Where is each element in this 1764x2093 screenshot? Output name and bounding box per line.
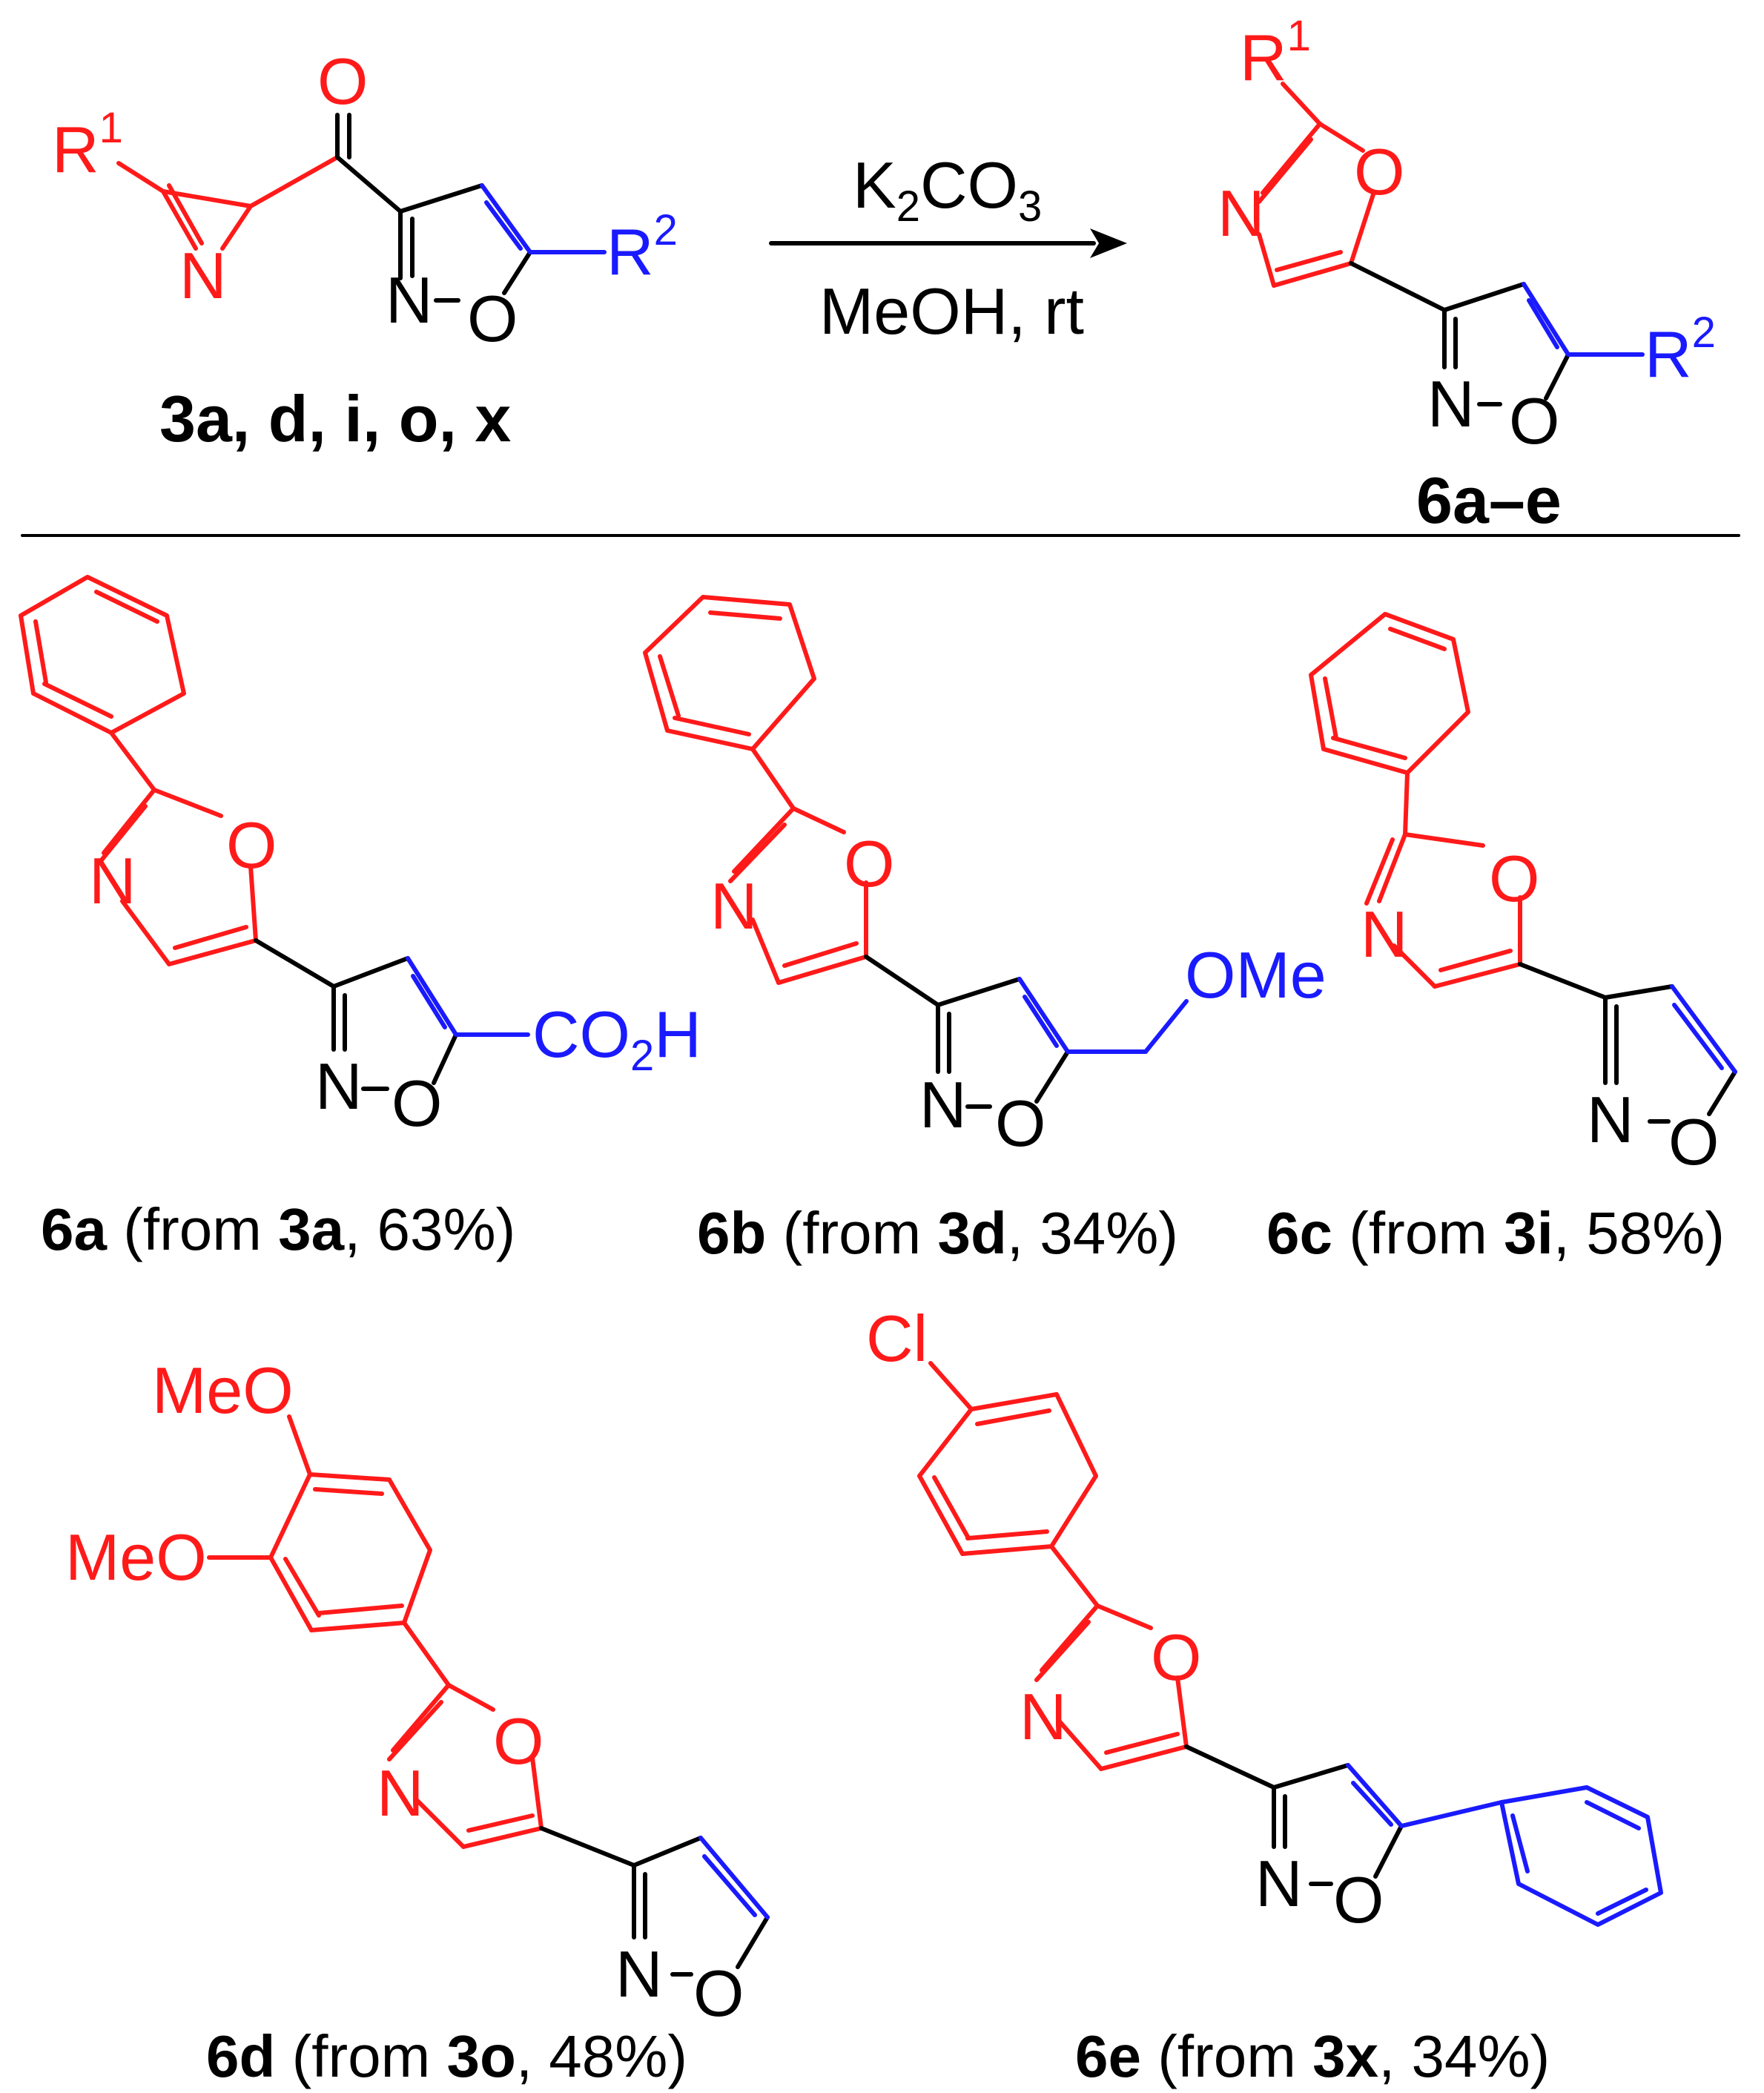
reaction-conditions: MeOH, rt	[819, 274, 1084, 348]
reactant-isoxazole	[398, 183, 532, 303]
product-r2-label: R2	[1645, 309, 1716, 391]
6a-oxazole-o: O	[226, 808, 277, 882]
6d-meo-side: MeO	[65, 1520, 207, 1594]
reactant-compound-label: 3a, d, i, o, x	[159, 382, 511, 455]
6d-isoxazole-n: N	[615, 1937, 663, 2011]
reagent-k2co3: K2CO3	[853, 148, 1042, 231]
6c-isoxazole-o: O	[1668, 1105, 1719, 1179]
6b-isoxazole	[864, 955, 1070, 1109]
product-oxazole-n: N	[1218, 177, 1265, 250]
6e-chlorophenyl-oxazole	[917, 1361, 1189, 1771]
6a-isoxazole-n: N	[315, 1049, 363, 1123]
6b-isoxazole-o: O	[995, 1087, 1045, 1160]
6c-isoxazole-n: N	[1587, 1083, 1634, 1156]
6c-phenyl-oxazole	[1309, 612, 1522, 989]
reactant-isoxazole-n-o: N	[386, 263, 433, 337]
caption-6a: 6a (from 3a, 63%)	[41, 1196, 515, 1262]
6e-oxazole-n: N	[1020, 1680, 1067, 1753]
product-oxazole	[1257, 82, 1375, 288]
6a-isoxazole	[254, 938, 458, 1091]
6c-oxazole-n: N	[1361, 897, 1408, 971]
product-compound-label: 6a–e	[1416, 464, 1562, 537]
6c-isoxazole-blue	[1670, 984, 1737, 1074]
product-isoxazole	[1349, 261, 1570, 406]
reactant-carbonyl-o: O	[317, 45, 368, 118]
6e-isoxazole-n: N	[1255, 1847, 1303, 1920]
reactant-azirine	[116, 155, 340, 251]
6e-oxazole-o: O	[1151, 1621, 1201, 1694]
6a-phenyl-oxazole	[19, 575, 258, 966]
6d-isoxazole-o: O	[693, 1957, 744, 2030]
caption-6e: 6e (from 3x, 34%)	[1075, 2023, 1550, 2089]
reactant-isoxazole-blue-bond	[480, 183, 607, 254]
reactant-isoxazole-o: O	[467, 282, 518, 355]
6d-meo-top: MeO	[152, 1354, 294, 1427]
6a-isoxazole-o: O	[392, 1067, 442, 1140]
6b-oxazole-n: N	[710, 869, 758, 943]
caption-6c: 6c (from 3i, 58%)	[1266, 1200, 1725, 1266]
reactant-r1-label: R1	[52, 104, 123, 186]
6d-dimethoxyphenyl-oxazole	[207, 1414, 544, 1849]
6a-co2h: CO2H	[532, 998, 701, 1080]
product-oxazole-o: O	[1354, 135, 1404, 208]
6d-isoxazole-blue	[698, 1836, 770, 1919]
6b-methoxymethyl	[1017, 977, 1189, 1054]
6e-cl: Cl	[866, 1302, 928, 1375]
6d-oxazole-o: O	[493, 1704, 544, 1778]
6b-isoxazole-n: N	[919, 1068, 967, 1141]
6b-ome: OMe	[1185, 938, 1327, 1012]
reactant-r2-label: R2	[607, 206, 678, 289]
product-isoxazole-n: N	[1427, 367, 1475, 441]
6e-phenyl-blue	[1346, 1763, 1663, 1927]
6c-oxazole-o: O	[1489, 842, 1539, 915]
6c-isoxazole	[1518, 962, 1737, 1124]
6d-isoxazole	[539, 1826, 770, 1977]
6d-oxazole-n: N	[377, 1756, 424, 1830]
product-isoxazole-o: O	[1509, 384, 1559, 458]
6b-oxazole-o: O	[844, 827, 894, 900]
6a-acid	[406, 956, 530, 1037]
6e-isoxazole	[1184, 1744, 1404, 1886]
product-r1-label: R1	[1240, 12, 1311, 94]
6a-oxazole-n: N	[89, 844, 136, 917]
caption-6d: 6d (from 3o, 48%)	[206, 2023, 687, 2089]
product-isoxazole-blue	[1522, 282, 1645, 357]
6e-isoxazole-o: O	[1333, 1863, 1384, 1937]
arrow-head	[1090, 228, 1127, 258]
6b-phenyl-oxazole	[643, 595, 868, 985]
reactant-azirine-n: N	[179, 239, 227, 312]
reactant-carbonyl	[335, 113, 403, 214]
caption-6b: 6b (from 3d, 34%)	[697, 1200, 1178, 1266]
